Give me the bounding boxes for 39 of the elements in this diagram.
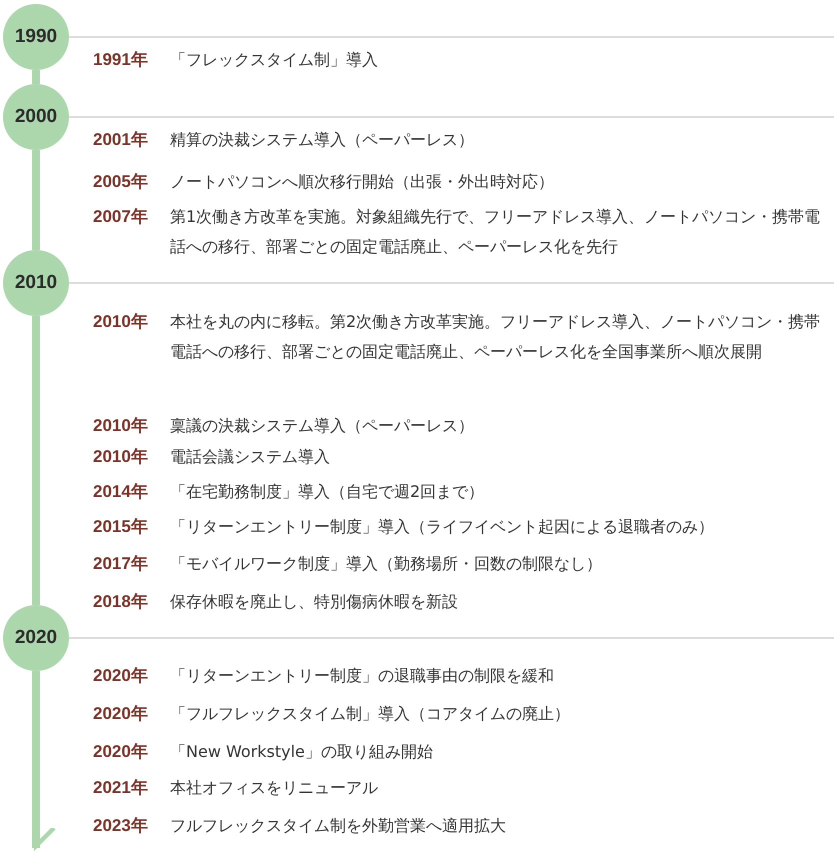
- decade-label: 2020: [14, 627, 58, 649]
- event-description: 「リターンエントリー制度」導入（ライフイベント起因による退職者のみ）: [170, 516, 715, 538]
- event-description: 「リターンエントリー制度」の退職事由の制限を緩和: [170, 665, 555, 687]
- timeline-line: [32, 70, 40, 84]
- event-year: 2020年: [93, 741, 148, 763]
- event-year: 2018年: [93, 591, 148, 613]
- event-year: 2015年: [93, 516, 148, 538]
- event-year: 2017年: [93, 553, 148, 575]
- event-year: 2007年: [93, 206, 148, 228]
- event-description: 本社オフィスをリニューアル: [170, 777, 379, 799]
- event-year: 2020年: [93, 665, 148, 687]
- event-year: 2020年: [93, 703, 148, 725]
- event-description: 本社を丸の内に移転。第2次働き方改革実施。フリーアドレス導入、ノートパソコン・携帯電話への移行、部署ごとの固定電話廃止、ペーパーレス化を全国事業所へ順次展開: [170, 311, 822, 363]
- event-description: 稟議の決裁システム導入（ペーパーレス）: [170, 415, 475, 437]
- event-year: 2010年: [93, 311, 148, 333]
- timeline-line: [32, 150, 40, 250]
- event-year: 1991年: [93, 49, 148, 71]
- event-description: 「フレックスタイム制」導入: [170, 49, 379, 71]
- event-description: 第1次働き方改革を実施。対象組織先行で、フリーアドレス導入、ノートパソコン・携帯電話への移行、部署ごとの固定電話廃止、ペーパーレス化を先行: [170, 206, 822, 258]
- event-year: 2021年: [93, 777, 148, 799]
- event-year: 2010年: [93, 415, 148, 437]
- event-year: 2023年: [93, 815, 148, 837]
- event-description: フルフレックスタイム制を外勤営業へ適用拡大: [170, 815, 507, 837]
- event-description: ノートパソコンへ順次移行開始（出張・外出時対応）: [170, 171, 555, 193]
- event-description: 「フルフレックスタイム制」導入（コアタイムの廃止）: [170, 703, 571, 725]
- decade-label: 2000: [14, 106, 58, 128]
- event-description: 「在宅勤務制度」導入（自宅で週2回まで）: [170, 481, 486, 503]
- event-year: 2010年: [93, 446, 148, 468]
- event-year: 2014年: [93, 481, 148, 503]
- event-description: 電話会議システム導入: [170, 446, 331, 468]
- decade-label: 1990: [14, 26, 58, 48]
- event-description: 「モバイルワーク制度」導入（勤務場所・回数の制限なし）: [170, 553, 603, 575]
- decade-label: 2010: [14, 272, 58, 294]
- event-description: 精算の決裁システム導入（ペーパーレス）: [170, 129, 475, 151]
- event-description: 「New Workstyle」の取り組み開始: [170, 741, 434, 763]
- event-year: 2005年: [93, 171, 148, 193]
- event-description: 保存休暇を廃止し、特別傷病休暇を新設: [170, 591, 459, 613]
- timeline-line: [32, 316, 40, 605]
- event-year: 2001年: [93, 129, 148, 151]
